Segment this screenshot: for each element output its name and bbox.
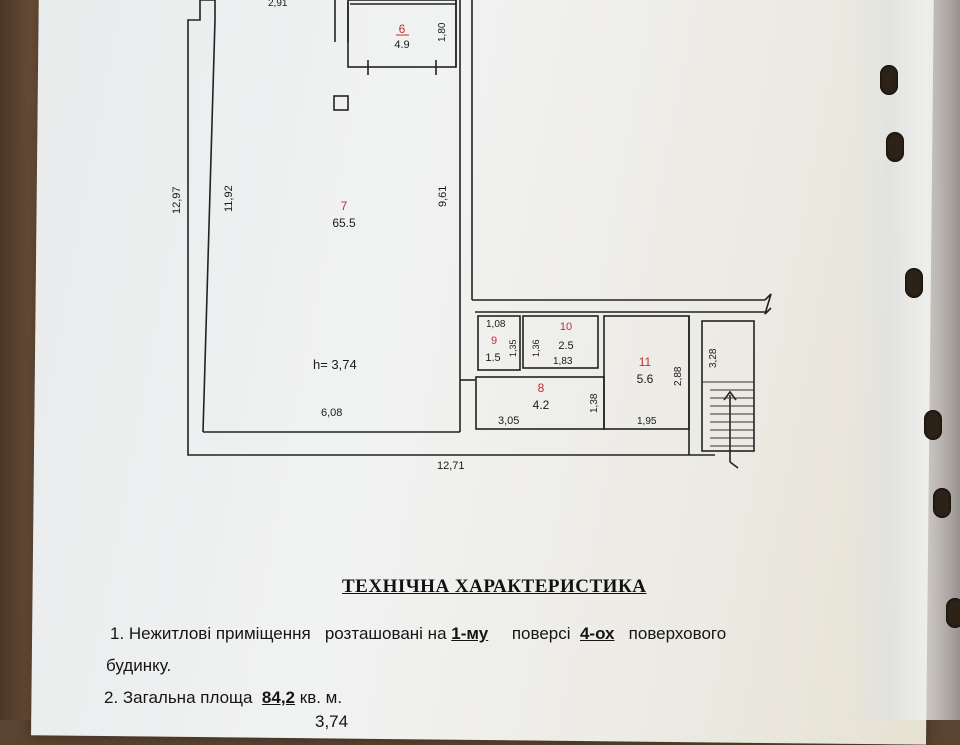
floor-value: 1-му: [451, 624, 489, 643]
inner-wall-left: [202, 19, 216, 433]
dim-room11-side: 2,88: [673, 366, 684, 386]
para1-text-b: розташовані на: [324, 624, 447, 643]
outer-wall-left-bottom: [187, 0, 715, 456]
room-7-area: 65.5: [332, 216, 356, 230]
dim-outer-bottom: 12,71: [437, 460, 465, 472]
total-area-value: 84,2: [261, 688, 296, 707]
dim-room8-bottom: 3,05: [498, 415, 519, 427]
paragraph-1: 1. Нежитлові приміщення розташовані на 1…: [110, 624, 726, 644]
room-7-number: 7: [341, 199, 348, 213]
dim-room8-side: 1,38: [589, 393, 600, 413]
room-9-area: 1.5: [485, 352, 500, 364]
paragraph-1-continued: будинку.: [106, 656, 172, 675]
room-8-area: 4.2: [533, 398, 550, 412]
para2-text-a: 2. Загальна площа: [104, 688, 253, 707]
dim-room11-bottom: 1,95: [637, 416, 657, 427]
dim-room9-top: 1,08: [486, 319, 506, 330]
para1-text-d: поверхового: [628, 624, 727, 643]
dim-room6-side: 1,80: [437, 22, 448, 42]
column-square: [333, 95, 349, 111]
paragraph-2: 2. Загальна площа 84,2 кв. м.: [104, 688, 342, 708]
para2-text-b: кв. м.: [299, 688, 343, 707]
dim-inner-left: 11,92: [223, 185, 235, 212]
binder-hole: [924, 410, 942, 440]
room-6-number: 6: [399, 22, 406, 36]
plastic-sleeve-edge: [850, 0, 960, 720]
para1-text-c: поверсі: [511, 624, 571, 643]
floor-plan: 6 4.9 7 65.5 8 4.2 9 1.5 10 2.5 11 5.6 2…: [171, 0, 772, 472]
dim-stair-side: 3,28: [708, 348, 719, 368]
dim-room10-bottom: 1,83: [553, 356, 573, 367]
binder-hole: [880, 65, 898, 95]
binder-hole: [946, 598, 960, 628]
room-10-outline: [522, 315, 599, 369]
room-9-number: 9: [491, 335, 497, 347]
room-6-area: 4.9: [394, 39, 409, 51]
paragraph-3-partial: 3,74: [315, 712, 349, 731]
storeys-value: 4-ох: [579, 624, 615, 643]
room-11-number: 11: [639, 355, 652, 369]
binder-hole: [933, 488, 951, 518]
room-9-outline: [477, 315, 521, 371]
dim-room10-left: 1,36: [531, 339, 541, 357]
room-10-number: 10: [560, 321, 572, 333]
room-10-area: 2.5: [558, 340, 573, 352]
dim-room9-side: 1,35: [508, 339, 518, 357]
ceiling-height-label: h= 3,74: [313, 357, 357, 372]
dim-room7-right: 9,61: [437, 186, 449, 207]
para1-text-a: 1. Нежитлові приміщення: [110, 624, 311, 643]
room-8-number: 8: [538, 381, 545, 395]
dim-top-partial: 2,91: [268, 0, 288, 9]
binder-hole: [886, 132, 904, 162]
stair-outline: [701, 320, 755, 452]
room-11-area: 5.6: [637, 372, 654, 386]
document-heading: ТЕХНІЧНА ХАРАКТЕРИСТИКА: [342, 576, 647, 597]
dim-room7-bottom: 6,08: [321, 407, 342, 419]
dim-outer-left: 12,97: [171, 186, 183, 214]
binder-hole: [905, 268, 923, 298]
